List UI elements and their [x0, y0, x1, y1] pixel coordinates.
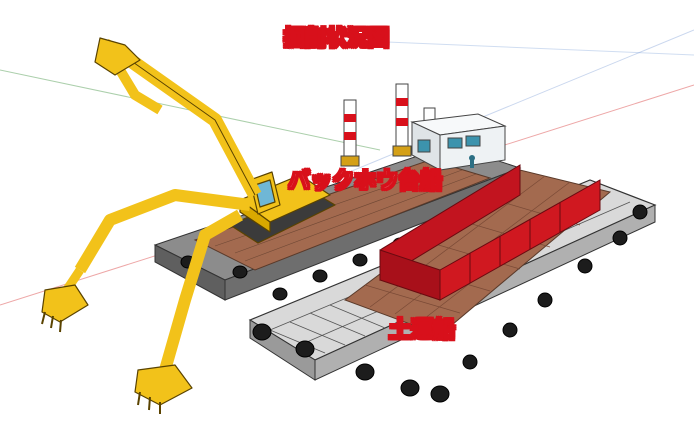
blue-axis-line	[339, 39, 694, 56]
cabin-window-2	[465, 135, 481, 147]
cabin-house	[410, 113, 507, 171]
spud-pole-2-base	[392, 145, 412, 157]
spud-pole-2-band-2	[396, 118, 408, 126]
excavator-boom-lower	[159, 209, 243, 372]
spud-pole-1	[343, 99, 357, 163]
excavator	[41, 37, 336, 414]
cabin-window-1	[447, 137, 463, 149]
spud-pole-2-band	[396, 98, 408, 106]
spud-pole-1-base	[340, 155, 360, 167]
excavator-bucket-upper	[94, 37, 141, 76]
crew-figure	[469, 155, 475, 161]
excavator-bucket-lower	[134, 364, 193, 406]
spud-pole-2	[395, 83, 409, 151]
backhoe-barge-label: バックホウ台船	[287, 169, 443, 195]
bucket-left-teeth	[41, 311, 62, 333]
soil-barge-label: 土運船	[388, 318, 456, 344]
hopper-wall-ribs	[469, 202, 561, 283]
excavator-cab-window	[254, 179, 276, 208]
spud-pole-1-band	[344, 114, 356, 122]
cabin-window-3	[417, 139, 431, 153]
bucket-lower-teeth	[137, 391, 161, 414]
crew-figure-body	[470, 160, 474, 168]
diagram-title: 掘削状況図	[284, 26, 390, 51]
cabin-wall-front	[439, 125, 506, 171]
spud-pole-1-band-2	[344, 132, 356, 140]
soil-barge-tires	[252, 204, 648, 403]
barge-deck	[193, 159, 492, 271]
excavator-boom-mid	[74, 189, 251, 274]
soil-barge	[248, 164, 657, 403]
excavator-bucket-left	[41, 284, 89, 323]
